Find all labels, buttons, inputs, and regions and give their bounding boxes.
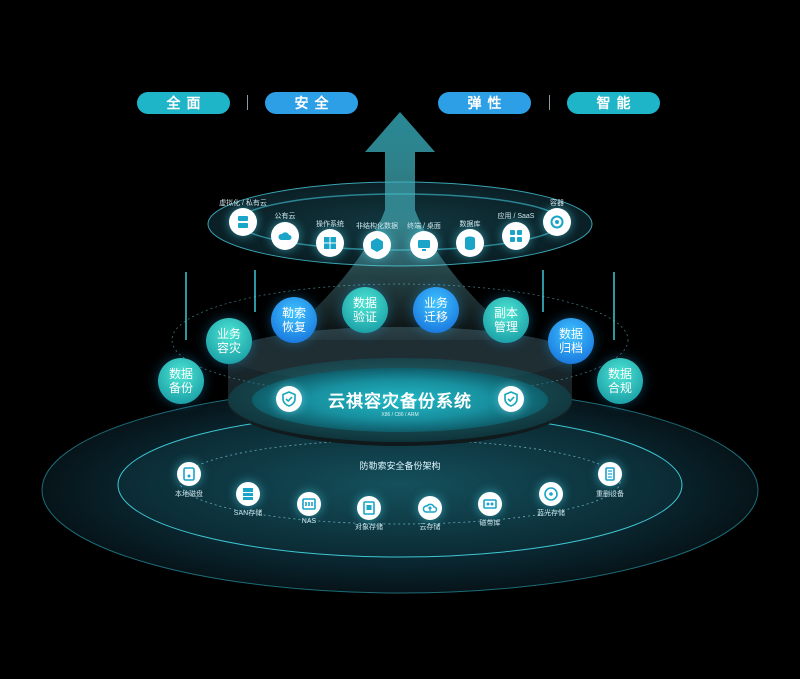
divider	[549, 95, 550, 110]
disk-icon	[177, 462, 201, 486]
core-title: 云祺容灾备份系统	[328, 392, 472, 411]
disc-icon	[539, 482, 563, 506]
feature-label: 副本管理	[493, 306, 518, 334]
feature-label: 业务迁移	[423, 296, 448, 324]
node-label: 数据库	[459, 221, 481, 228]
tape-icon	[478, 492, 502, 516]
pill-label: 全面	[166, 95, 207, 111]
apps-icon	[502, 222, 530, 250]
feature-business-dr: 业务容灾	[206, 318, 252, 364]
core-disk-inner	[252, 368, 548, 432]
node-label: 重删设备	[596, 491, 624, 498]
node-label: 操作系统	[316, 221, 344, 228]
cube-icon	[363, 231, 391, 259]
feature-data-compliance: 数据合规	[597, 358, 643, 404]
node-label: 公有云	[274, 213, 296, 220]
feature-data-backup: 数据备份	[158, 358, 204, 404]
pill-elastic: 弹性	[438, 92, 531, 114]
feature-ransom-recovery: 勒索恢复	[271, 297, 317, 343]
object-storage-icon	[357, 496, 381, 520]
feature-label: 数据归档	[558, 327, 583, 355]
node-label: 虚拟化 / 私有云	[219, 200, 267, 207]
node-label: 对象存储	[355, 524, 383, 531]
divider	[247, 95, 248, 110]
node-label: 本地磁盘	[175, 491, 203, 498]
pill-smart: 智能	[567, 92, 660, 114]
monitor-icon	[410, 231, 438, 259]
san-icon	[236, 482, 260, 506]
node-label: 云存储	[419, 524, 441, 531]
feature-label: 业务容灾	[216, 327, 241, 355]
windows-icon	[316, 229, 344, 257]
growth-arrow	[280, 112, 520, 340]
node-label: SAN存储	[233, 510, 263, 517]
cloud-icon	[271, 222, 299, 250]
shield-icon	[498, 386, 524, 412]
shield-icon	[276, 386, 302, 412]
server-icon	[229, 208, 257, 236]
pill-label: 安全	[294, 95, 335, 111]
node-label: 终端 / 桌面	[407, 223, 441, 230]
feature-data-archive: 数据归档	[548, 318, 594, 364]
pill-comprehensive: 全面	[137, 92, 230, 114]
node-label: NAS	[301, 518, 317, 525]
feature-data-verify: 数据验证	[342, 287, 388, 333]
feature-label: 数据合规	[607, 367, 632, 395]
dedup-icon	[598, 462, 622, 486]
feature-label: 数据验证	[352, 296, 377, 324]
node-label: 蓝光存储	[537, 510, 565, 517]
feature-business-migration: 业务迁移	[413, 287, 459, 333]
pill-label: 弹性	[467, 95, 508, 111]
feature-copy-management: 副本管理	[483, 297, 529, 343]
node-label: 非结构化数据	[356, 223, 398, 230]
core-subtitle: X86 / C86 / ARM	[381, 412, 419, 418]
feature-label: 数据备份	[168, 367, 193, 395]
architecture-title: 防勒索安全备份架构	[359, 461, 441, 471]
pill-label: 智能	[596, 95, 637, 111]
node-label: 应用 / SaaS	[497, 213, 535, 220]
database-icon	[456, 229, 484, 257]
cloud-storage-icon	[418, 496, 442, 520]
feature-label: 勒索恢复	[281, 306, 306, 334]
node-label: 容器	[550, 200, 564, 207]
container-icon	[543, 208, 571, 236]
nas-icon	[297, 492, 321, 516]
pill-security: 安全	[265, 92, 358, 114]
node-label: 磁带库	[479, 520, 501, 527]
